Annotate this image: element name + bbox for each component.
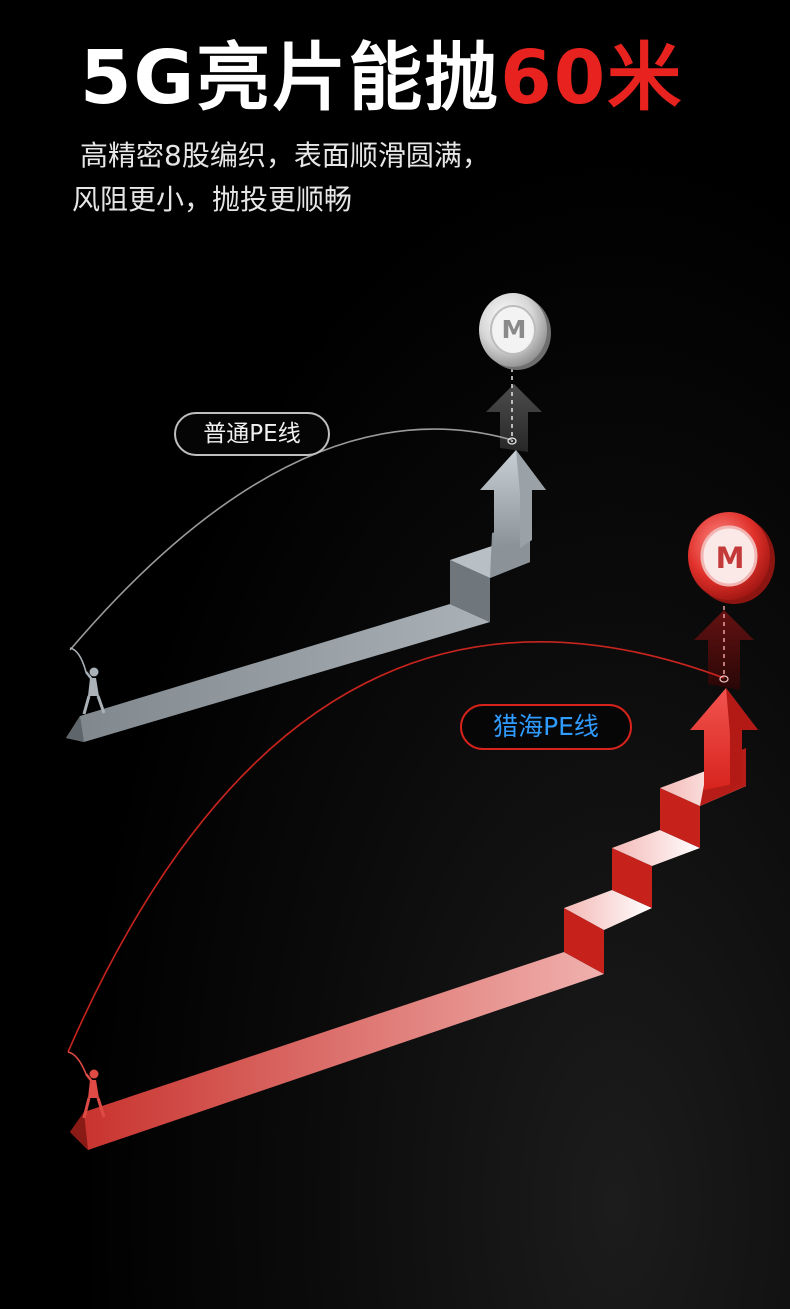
red-target-letter: M xyxy=(715,541,745,575)
label-liehai-pe-line: 猎海PE线 xyxy=(460,704,632,750)
grey-angler-icon xyxy=(69,647,106,715)
red-target-coin xyxy=(688,512,775,604)
headline-main: 5G亮片能抛 xyxy=(80,35,501,121)
grey-path xyxy=(66,520,530,742)
grey-ghost-arrow xyxy=(486,384,542,452)
grey-cast-line xyxy=(69,428,513,651)
grey-target-coin xyxy=(479,293,551,370)
red-arrow xyxy=(690,688,758,790)
headline: 5G亮片能抛60米 xyxy=(80,32,683,124)
red-angler-icon xyxy=(67,1051,106,1119)
label-normal-pe-line: 普通PE线 xyxy=(174,412,330,456)
grey-target-letter: M xyxy=(501,315,527,344)
red-cast-line xyxy=(67,641,725,1053)
subtitle-line-2: 风阻更小，抛投更顺畅 xyxy=(72,183,353,216)
red-lure-icon xyxy=(719,675,729,683)
grey-arrow xyxy=(480,450,546,548)
grey-lure-icon xyxy=(507,437,517,445)
red-path xyxy=(70,748,746,1150)
headline-accent: 60米 xyxy=(500,35,684,121)
subtitle: 高精密8股编织，表面顺滑圆满， 风阻更小，抛投更顺畅 xyxy=(72,134,592,222)
subtitle-line-1: 高精密8股编织，表面顺滑圆满， xyxy=(80,139,490,172)
